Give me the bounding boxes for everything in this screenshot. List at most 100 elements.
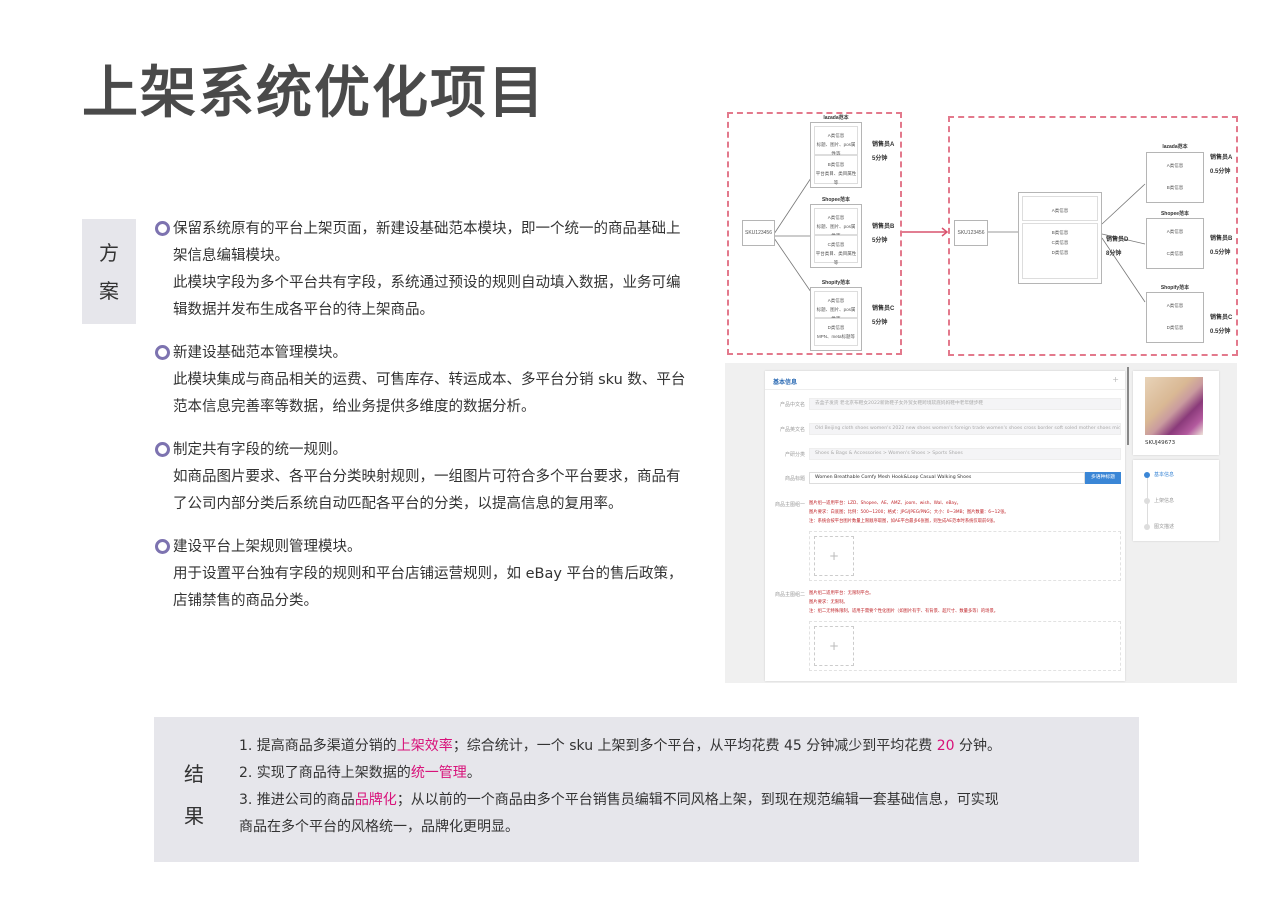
sku-label: SKU123456 [745,230,772,236]
field-label: 产品中文名 [779,402,805,408]
product-cn-name-input[interactable]: 去盒子发货 老北京布鞋女2022新款鞋子女外贸女鞋跨境软底妈妈鞋中老年健步鞋 [809,398,1121,410]
result-highlight: 统一管理 [410,765,467,781]
image-drop-zone[interactable]: + [809,621,1121,671]
seller-label: 销售员C 0.5分钟 [1210,311,1232,339]
result-text: 1. 提高商品多渠道分销的 [239,738,397,754]
field-label: 商品主图组一 [774,502,805,508]
plan-list: 保留系统原有的平台上架页面，新建设基础范本模块，即一个统一的商品基础上架信息编辑… [153,216,693,631]
seller-name: 销售员C [1210,315,1233,321]
seller-time: 0.5分钟 [1210,250,1231,256]
field-row: 商品标题 Women Breathable Comfy Mesh Hook&Lo… [765,472,1125,484]
upload-plus-icon[interactable]: + [814,626,854,666]
image-note: 注：组二无特殊限制，适用于需要个性化图片（如图片有字、有背景、超尺寸、数量多等）… [809,609,999,614]
step-nav: 基本信息 上架信息 图文描述 [1133,460,1219,541]
seller-name: 销售员A [1210,155,1233,161]
block-title: B类信息 [1051,230,1069,235]
image-drop-zone[interactable]: + [809,531,1121,581]
plan-item-body: 此模块字段为多个平台共有字段，系统通过预设的规则自动填入数据，业务可编辑数据并发… [173,275,681,318]
template-name: Shopee范本 [821,197,851,203]
plan-item-head: 保留系统原有的平台上架页面，新建设基础范本模块，即一个统一的商品基础上架信息编辑… [173,221,681,264]
block-title: A类信息 [1166,303,1184,308]
field-label: 产研分类 [784,452,805,458]
result-line: 2. 实现了商品待上架数据的统一管理。 [239,760,1099,787]
block-title: C类信息 [1166,251,1184,256]
results-lines: 1. 提高商品多渠道分销的上架效率；综合统计，一个 sku 上架到多个平台，从平… [239,733,1099,841]
seller-name: 销售员A [872,142,895,148]
plan-item-head: 制定共有字段的统一规则。 [173,442,347,458]
block-title: B类信息 [1166,185,1184,190]
base-template-box: A类信息 B类信息 C类信息 D类信息 [1018,192,1102,284]
seller-label: 销售员A 5分钟 [872,138,894,166]
seller-name: 销售员C [872,306,895,312]
result-text: 分钟。 [954,738,1002,754]
results-tag-char-2: 果 [184,804,204,828]
block-title: C类信息 [1051,240,1069,245]
category-input[interactable]: Shoes & Bags & Accessories > Women's Sho… [809,448,1121,460]
seller-time: 5分钟 [872,238,888,244]
arrow-right-icon [902,227,949,237]
sku-box: SKU123456 [954,220,988,246]
multilang-title-button[interactable]: 多语种标题 [1085,472,1121,484]
result-text: 商品在多个平台的风格统一，品牌化更明显。 [239,819,519,835]
scrollbar[interactable] [1127,367,1129,445]
image-note: 图片要求：白底图；比例：500~1200；格式：JPG/JPEG/PNG；大小：… [809,510,1009,515]
seller-time: 5分钟 [872,156,888,162]
field-row: 产品英文名 Old Beijing cloth shoes women's 20… [765,423,1125,435]
page-title: 上架系统优化项目 [82,61,546,126]
product-image [1145,377,1203,435]
basic-info-form: 基本信息 + 产品中文名 去盒子发货 老北京布鞋女2022新款鞋子女外贸女鞋跨境… [765,371,1125,681]
result-text: 。 [466,765,481,781]
product-editor-screenshot: 基本信息 + 产品中文名 去盒子发货 老北京布鞋女2022新款鞋子女外贸女鞋跨境… [725,363,1237,683]
seller-time: 5分钟 [872,320,888,326]
results-tag: 结 果 [184,753,204,837]
circle-bullet-icon [155,221,170,236]
results-panel: 结 果 1. 提高商品多渠道分销的上架效率；综合统计，一个 sku 上架到多个平… [154,717,1139,862]
info-block: B类信息 C类信息 D类信息 [1022,223,1098,279]
block-title: A类信息 [827,298,845,303]
plan-item-body: 如商品图片要求、各平台分类映射规则，一组图片可符合多个平台要求，商品有了公司内部… [173,469,681,512]
template-name: Shopify范本 [1160,285,1190,291]
block-title: C类信息 [827,242,845,247]
section-title: 基本信息 [773,379,798,386]
step-label: 上架信息 [1154,498,1175,504]
product-card: SKUJ49673 [1133,371,1219,455]
plan-item-body: 用于设置平台独有字段的规则和平台店铺运营规则，如 eBay 平台的售后政策，店铺… [173,566,683,609]
seller-name: 销售员D [1106,237,1129,243]
product-title-input[interactable]: Women Breathable Comfy Mesh Hook&Loop Ca… [809,472,1085,484]
seller-time: 0.5分钟 [1210,329,1231,335]
upload-plus-icon[interactable]: + [814,536,854,576]
step-dot-icon [1144,524,1150,530]
block-title: A类信息 [827,215,845,220]
plan-item-head: 新建设基础范本管理模块。 [173,345,347,361]
seller-label: 销售员C 5分钟 [872,302,894,330]
product-en-name-input[interactable]: Old Beijing cloth shoes women's 2022 new… [809,423,1121,435]
result-line: 商品在多个平台的风格统一，品牌化更明显。 [239,814,1099,841]
template-name: Shopee范本 [1160,211,1190,217]
info-block: B类信息平台类目、类目属性等 [814,155,858,185]
expand-icon[interactable]: + [1112,375,1119,384]
result-line: 3. 推进公司的商品品牌化；从以前的一个商品由多个平台销售员编辑不同风格上架，到… [239,787,1099,814]
plan-item: 制定共有字段的统一规则。 如商品图片要求、各平台分类映射规则，一组图片可符合多个… [153,437,693,518]
image-note: 注：系统会按平台图片数量上限顺序取图，如AE平台最多6张图，则生成AE范本时系统… [809,519,998,524]
result-highlight: 20 [936,738,955,754]
field-label: 产品英文名 [779,427,805,433]
step-label: 基本信息 [1154,472,1175,478]
block-title: D类信息 [827,325,845,330]
result-text: 3. 推进公司的商品 [239,792,355,808]
connector-lines [988,183,1146,303]
template-name: Shopify范本 [821,280,851,286]
plan-item: 建设平台上架规则管理模块。 用于设置平台独有字段的规则和平台店铺运营规则，如 e… [153,534,693,615]
plan-item: 保留系统原有的平台上架页面，新建设基础范本模块，即一个统一的商品基础上架信息编辑… [153,216,693,324]
step-label: 图文描述 [1154,524,1175,530]
block-title: D类信息 [1166,325,1184,330]
block-title: A类信息 [1166,163,1184,168]
field-label: 商品标题 [784,476,805,482]
